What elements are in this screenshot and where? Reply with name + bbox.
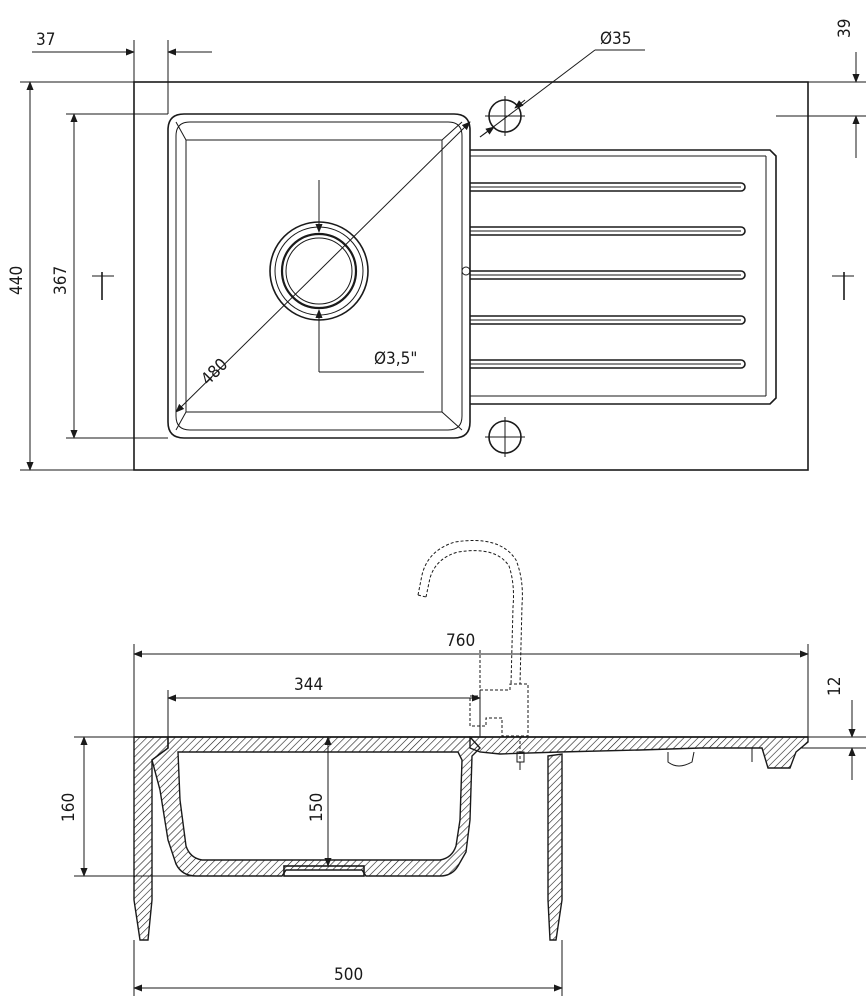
drainboard-ribs <box>470 182 746 369</box>
dim-480-label: 480 <box>197 355 232 390</box>
dim-367-label: 367 <box>51 266 71 295</box>
drainboard-stud <box>667 751 695 767</box>
sink-outline <box>133 81 809 471</box>
dim-500: 500 <box>133 940 563 996</box>
bowl-outer <box>167 113 471 439</box>
bowl-section <box>151 736 481 877</box>
section-marker-right <box>832 272 854 300</box>
dim-160: 160 <box>59 736 196 877</box>
right-wall-section <box>547 753 563 941</box>
faucet-icon <box>417 539 529 770</box>
dim-500-label: 500 <box>334 965 363 985</box>
dim-37: 37 <box>32 30 212 114</box>
dim-480: 480 <box>175 121 471 413</box>
dim-39: 39 <box>776 19 866 158</box>
dim-d35-label: Ø35 <box>600 29 632 49</box>
section-view: 760 12 344 160 150 <box>59 539 866 996</box>
dim-440-label: 440 <box>7 266 27 295</box>
drain-section <box>283 865 365 877</box>
drainboard-section <box>469 736 809 769</box>
dim-12: 12 <box>800 677 866 780</box>
dim-760: 760 <box>133 631 809 737</box>
tap-hole-top-icon <box>485 96 525 136</box>
dim-344-label: 344 <box>294 675 323 695</box>
dim-160-label: 160 <box>59 793 79 822</box>
top-view: 37 39 Ø35 440 <box>7 19 866 471</box>
tap-hole-bottom-icon <box>485 417 525 457</box>
dim-367: 367 <box>51 113 168 439</box>
overflow-icon <box>461 266 471 276</box>
dim-37-label: 37 <box>36 30 55 50</box>
dim-drain: Ø3,5" <box>315 180 424 373</box>
dim-344: 344 <box>167 675 481 737</box>
dim-440: 440 <box>7 81 134 471</box>
dim-drain-label: Ø3,5" <box>374 349 417 369</box>
bowl-inner <box>175 121 463 431</box>
dim-150-label: 150 <box>307 793 327 822</box>
dim-39-label: 39 <box>835 19 855 38</box>
dim-d35: Ø35 <box>479 29 645 138</box>
section-marker-left <box>92 272 114 300</box>
dim-760-label: 760 <box>446 631 475 651</box>
dim-150: 150 <box>307 736 332 867</box>
drainboard-outline <box>470 149 777 405</box>
dim-12-label: 12 <box>825 677 845 696</box>
